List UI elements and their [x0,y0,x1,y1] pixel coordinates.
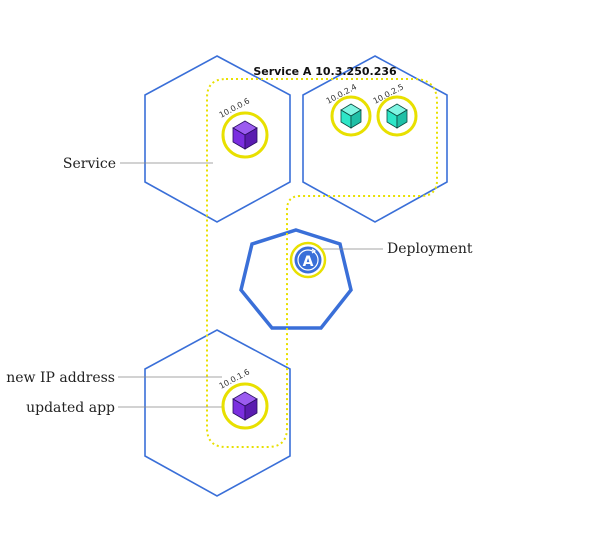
node-hexagon-bottom [144,329,291,497]
purple-cube-icon [232,391,258,421]
teal-cube-icon [340,103,362,129]
service-title: Service A 10.3.250.236 [253,65,397,78]
pod-10-0-1-6: 10.0.1.6 [218,367,269,430]
deployment-label: Deployment [387,241,473,257]
deployment-heptagon [239,228,353,330]
pod-10-0-2-5: 10.0.2.5 [372,82,418,137]
deployment-icon: A [289,241,327,279]
new-ip-label: new IP address [6,370,115,386]
pod-10-0-0-6: 10.0.0.6 [218,96,269,159]
updated-app-label: updated app [26,400,115,416]
purple-cube-icon [232,120,258,150]
deployment-icon-letter: A [303,254,314,270]
teal-cube-icon [386,103,408,129]
service-label: Service [63,156,116,172]
node-hexagon-top-right [302,55,448,223]
node-hexagon-top-left [144,55,291,223]
service-boundary [206,78,438,448]
